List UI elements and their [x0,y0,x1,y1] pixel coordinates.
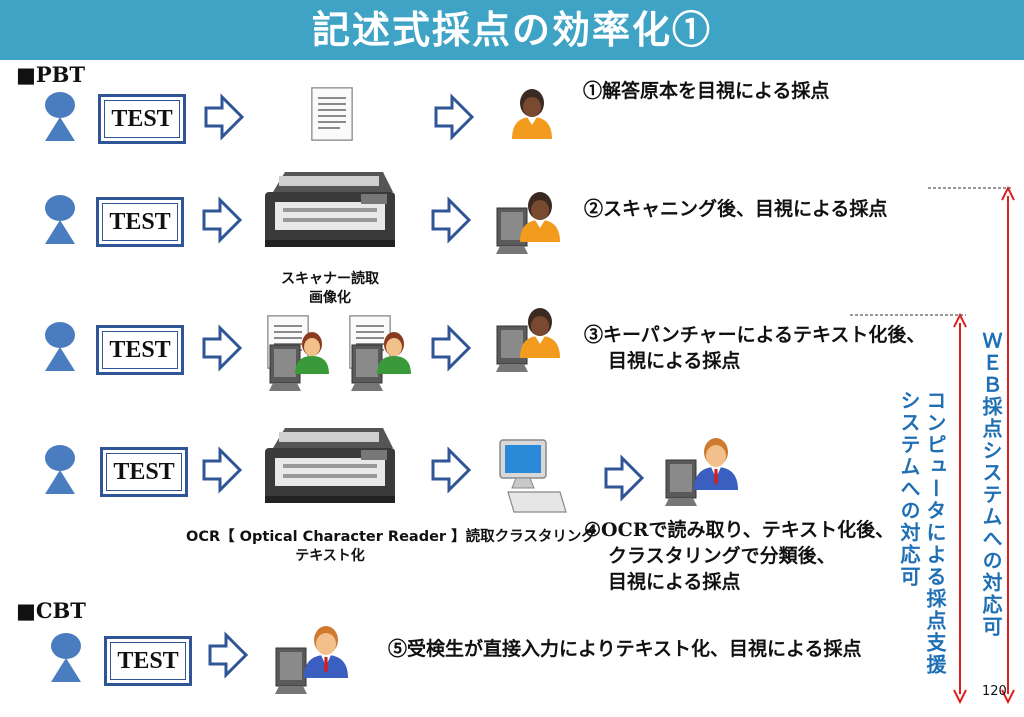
test-box: TEST [98,94,186,144]
row2-desc: ②スキャニング後、目視による採点 [584,198,888,220]
monitor-icon [274,647,308,695]
row1-desc: ①解答原本を目視による採点 [583,80,830,102]
person-icon [45,92,75,141]
scanner-icon [265,428,395,503]
grader-icon [512,89,552,139]
monitor-icon [664,459,698,507]
computer-support-line2: システムへの対応可 [897,390,921,588]
row4-desc-line1: ④OCRで読み取り、テキスト化後、 [584,519,895,541]
section-cbt: ■CBT [16,598,86,623]
row4-desc-line2: クラスタリングで分類後、 [608,545,836,567]
computer-support-text: コンピュータによる採点支援 システムへの対応可 [896,390,948,680]
row3-desc-line1: ③キーパンチャーによるテキスト化後、 [584,324,926,346]
ocr-label-line2: テキスト化 [295,548,365,564]
test-box: TEST [96,197,184,247]
arrow-icon [204,95,244,139]
section-pbt: ■PBT [16,62,86,87]
grader-icon [694,438,738,490]
scanner-label-line1: スキャナー読取 [281,271,379,287]
page-title: 記述式採点の効率化① [311,7,712,52]
scanner-icon [265,172,395,247]
arrow-icon [202,448,242,492]
row4-desc-line3: 目視による採点 [608,571,741,593]
scanner-label-line2: 画像化 [309,290,351,306]
arrow-icon [431,326,471,370]
person-icon [51,633,81,682]
arrow-icon [208,633,248,677]
person-icon [45,322,75,371]
row5-desc: ⑤受検生が直接入力によりテキスト化、目視による採点 [388,638,862,660]
computer-range-arrow [953,312,967,705]
test-box: TEST [100,447,188,497]
web-range-arrow [1001,185,1015,705]
computer-support-line1: コンピュータによる採点支援 [923,390,947,676]
page-number: 120 [982,684,1007,699]
arrow-icon [202,198,242,242]
arrow-icon [431,448,471,492]
person-icon [45,445,75,494]
test-box: TEST [96,325,184,375]
test-box: TEST [104,636,192,686]
arrow-icon [604,456,644,500]
title-bar [0,0,1024,60]
arrow-icon [202,326,242,370]
person-icon [45,195,75,244]
arrow-icon [434,95,474,139]
ocr-label-line1: OCR【 Optical Character Reader 】読取クラスタリング [186,529,596,545]
computer-icon [499,439,567,513]
arrow-icon [431,198,471,242]
web-system-text: ＷＥＢ採点システムへの対応可 [979,330,1003,638]
document-icon [311,87,353,141]
row3-desc-line2: 目視による採点 [608,350,741,372]
examinee-icon [304,626,348,678]
